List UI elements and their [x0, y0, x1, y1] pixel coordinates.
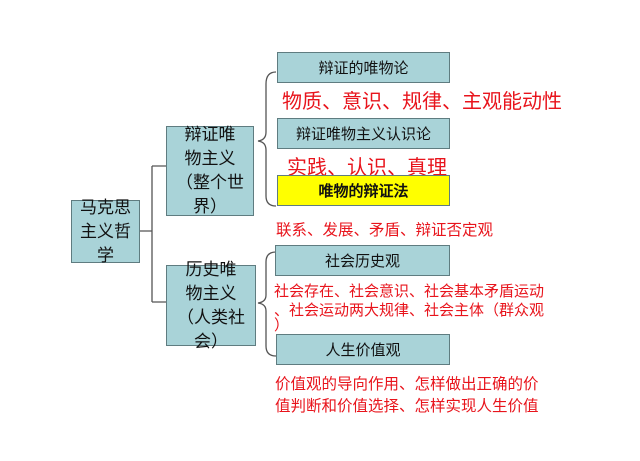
node-line: 物主义 [185, 283, 237, 304]
detail-line: 值判断和价值选择、怎样实现人生价值 [275, 397, 539, 415]
node-line: （整个世界） [176, 173, 244, 217]
historical-materialism-node: 历史唯物主义 （人类社会） [166, 260, 256, 352]
dialectics-detail: 联系、发展、矛盾、辩证否定观 [276, 221, 494, 239]
materialism-ontology-box: 辩证的唯物论 [277, 52, 450, 83]
root-line: 主义哲学 [80, 221, 131, 266]
social-history-detail: 社会存在、社会意识、社会基本矛盾运动 、社会运动两大规律、社会主体（群众观 ） [274, 282, 545, 334]
life-values-box: 人生价值观 [276, 334, 450, 365]
node-line: 辩证唯 [184, 125, 236, 145]
node-line: （人类社会） [177, 307, 245, 352]
social-history-box: 社会历史观 [275, 245, 450, 276]
detail-line: 社会存在、社会意识、社会基本矛盾运动 [274, 282, 545, 300]
detail-line: ） [274, 316, 290, 334]
dialectical-materialism-node: 辩证唯物主义 （整个世界） [166, 125, 254, 217]
epistemology-box: 辩证唯物主义认识论 [277, 118, 450, 149]
detail-line: 价值观的导向作用、怎样做出正确的价 [275, 375, 539, 393]
node-line: 历史唯 [185, 259, 237, 280]
node-line: 物主义 [184, 149, 236, 169]
root-node: 马克思主义哲学 [71, 198, 140, 266]
life-values-detail: 价值观的导向作用、怎样做出正确的价 值判断和价值选择、怎样实现人生价值 [275, 373, 539, 417]
ontology-detail: 物质、意识、规律、主观能动性 [282, 89, 562, 113]
dialectics-box: 唯物的辩证法 [277, 175, 450, 206]
detail-line: 、社会运动两大规律、社会主体（群众观 [274, 301, 545, 319]
root-line: 马克思 [80, 197, 131, 218]
